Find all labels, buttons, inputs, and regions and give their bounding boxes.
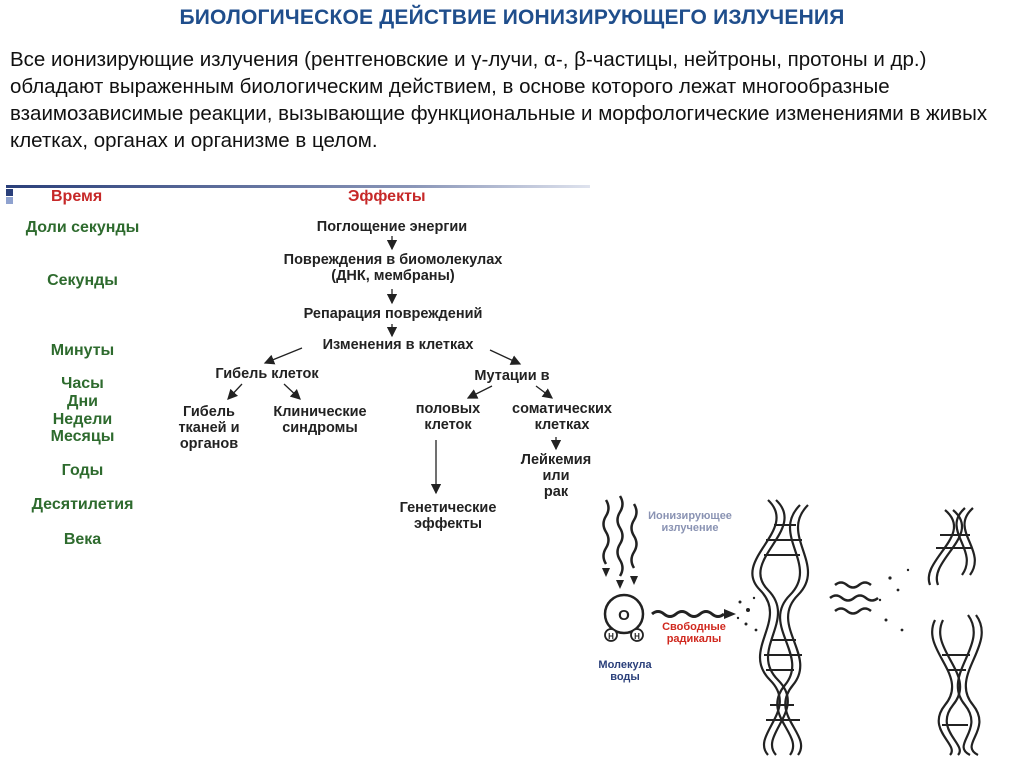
node-somatic: соматических клетках xyxy=(512,401,612,433)
free-radicals-label: Свободные радикалы xyxy=(662,621,726,645)
header-rule xyxy=(6,185,590,188)
dna-rungs-1 xyxy=(764,524,802,721)
radicals-wave xyxy=(651,610,725,618)
effects-header: Эффекты xyxy=(348,188,426,205)
radiation-wave-2 xyxy=(616,495,624,577)
node-leukemia: Лейкемия или рак xyxy=(520,452,592,500)
arrow-mutations-germ xyxy=(466,385,493,399)
time-months: Месяцы xyxy=(50,428,115,445)
arrow-death-clinical xyxy=(283,383,301,400)
time-minutes: Минуты xyxy=(50,342,115,359)
radiation-wave-1 xyxy=(602,499,610,565)
node-mutations: Мутации в xyxy=(474,368,550,384)
time-weeks: Недели xyxy=(52,411,113,428)
impact-burst-1 xyxy=(736,596,758,632)
node-cell-death: Гибель клеток xyxy=(215,366,319,382)
impact-burst-2 xyxy=(878,568,910,632)
arrow-changes-death xyxy=(263,347,303,365)
node-clinical: Клинические синдромы xyxy=(273,404,367,436)
water-molecule-label: Молекула воды xyxy=(598,659,652,683)
dna-illustration: O H H xyxy=(602,495,983,756)
arrow-death-tissue xyxy=(227,383,243,400)
blue-square xyxy=(6,189,13,196)
time-hours: Часы xyxy=(61,375,104,392)
time-seconds: Секунды xyxy=(47,272,118,289)
water-molecule-icon xyxy=(603,593,645,635)
dna-helix-1 xyxy=(751,499,810,756)
intro-paragraph: Все ионизирующие излучения (рентгеновски… xyxy=(10,48,988,152)
flow-arrows xyxy=(227,236,562,495)
dna-helix-2 xyxy=(927,507,983,756)
node-damage: Повреждения в биомолекулах (ДНК, мембран… xyxy=(283,252,503,284)
arrow-changes-mutations xyxy=(489,349,522,365)
node-repair: Репарация повреждений xyxy=(303,306,483,322)
time-fractions: Доли секунды xyxy=(25,219,140,236)
svg-text:H: H xyxy=(608,632,614,641)
light-blue-square xyxy=(6,197,13,204)
node-tissue-death: Гибель тканей и органов xyxy=(178,404,240,452)
svg-text:H: H xyxy=(634,632,640,641)
time-decades: Десятилетия xyxy=(31,496,134,513)
node-absorption: Поглощение энергии xyxy=(316,219,468,235)
radiation-wave-3 xyxy=(630,503,638,569)
node-germ: половых клеток xyxy=(415,401,481,433)
time-days: Дни xyxy=(67,393,98,410)
time-centuries: Века xyxy=(63,531,102,548)
svg-text:O: O xyxy=(618,607,630,624)
ionizing-radiation-label: Ионизирующее излучение xyxy=(648,510,732,534)
dna-rungs-2 xyxy=(936,534,972,726)
arrow-mutations-somatic xyxy=(535,385,554,399)
slide-title: БИОЛОГИЧЕСКОЕ ДЕЙСТВИЕ ИОНИЗИРУЮЩЕГО ИЗЛ… xyxy=(179,6,845,29)
node-cell-changes: Изменения в клетках xyxy=(322,337,474,353)
time-header: Время xyxy=(51,188,103,205)
time-years: Годы xyxy=(61,462,104,479)
node-genetic: Генетические эффекты xyxy=(399,500,497,532)
radiation-waves-2 xyxy=(829,581,879,615)
